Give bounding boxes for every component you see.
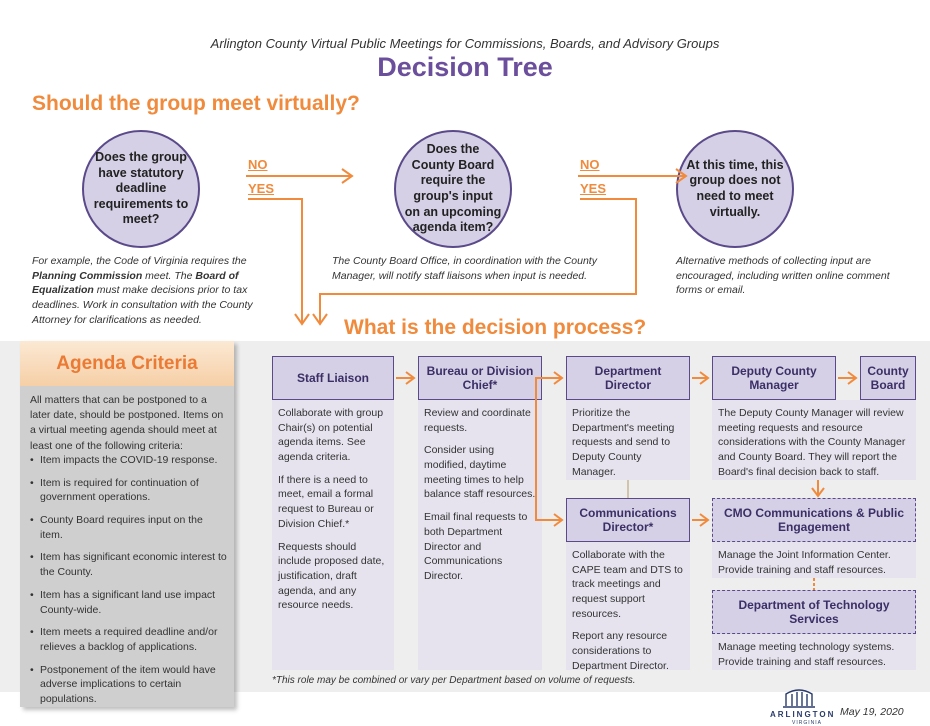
desc-bureau-division-chief: Review and coordinate requests. Consider… [418,400,542,670]
desc-communications-director: Collaborate with the CAPE team and DTS t… [566,542,690,672]
role-department-director: Department Director [566,356,690,400]
question-statutory-deadline: Does the group have statutory deadline r… [82,130,200,248]
list-item: Item is required for continuation of gov… [30,476,228,505]
agenda-criteria-list: Item impacts the COVID-19 response. Item… [30,453,228,715]
note-alternative-methods: Alternative methods of collecting input … [676,255,890,297]
outcome-no-virtual-meeting: At this time, this group does not need t… [676,130,794,248]
desc-department-technology-services: Manage meeting technology systems. Provi… [712,634,916,670]
desc-department-director: Prioritize the Department's meeting requ… [566,400,690,480]
yes-label-1: YES [248,181,275,196]
list-item: Item has significant economic interest t… [30,550,228,579]
role-communications-director: Communications Director* [566,498,690,542]
desc-staff-liaison: Collaborate with group Chair(s) on poten… [272,400,394,670]
page-title: Decision Tree [377,52,553,82]
footnote: *This role may be combined or vary per D… [272,675,636,686]
role-staff-liaison: Staff Liaison [272,356,394,400]
role-deputy-county-manager: Deputy County Manager [712,356,836,400]
role-department-technology-services: Department of Technology Services [712,590,916,634]
question-county-board-input: Does the County Board require the group'… [394,130,512,248]
list-item: Postponement of the item would have adve… [30,663,228,707]
desc-cmo-communications: Manage the Joint Information Center. Pro… [712,542,916,578]
yes-label-2: YES [580,181,607,196]
agenda-criteria-panel: Agenda Criteria All matters that can be … [20,341,234,707]
subtitle: Arlington County Virtual Public Meetings… [210,36,720,51]
role-county-board: County Board [860,356,916,400]
flow-arrows-process [396,371,858,590]
role-bureau-division-chief: Bureau or Division Chief* [418,356,542,400]
list-item: Item impacts the COVID-19 response. [30,453,228,468]
no-label-1: NO [248,157,268,172]
desc-deputy-county-manager: The Deputy County Manager will review me… [712,400,916,480]
list-item: County Board requires input on the item. [30,513,228,542]
agenda-criteria-intro: All matters that can be postponed to a l… [30,394,224,452]
note-statutory-example: For example, the Code of Virginia requir… [32,255,253,326]
agenda-criteria-title: Agenda Criteria [20,341,234,386]
flow-arrows-top [246,168,688,326]
arlington-logo-subtext: VIRGINIA [792,720,822,726]
publish-date: May 19, 2020 [840,706,904,718]
section-heading-meet-virtually: Should the group meet virtually? [32,92,360,115]
list-item: Item meets a required deadline and/or re… [30,625,228,654]
arlington-logo-icon [783,689,815,708]
note-county-board-office: The County Board Office, in coordination… [332,255,597,282]
role-cmo-communications: CMO Communications & Public Engagement [712,498,916,542]
no-label-2: NO [580,157,600,172]
list-item: Item has a significant land use impact C… [30,588,228,617]
section-heading-decision-process: What is the decision process? [344,316,647,339]
arlington-logo-text: ARLINGTON [770,710,836,719]
